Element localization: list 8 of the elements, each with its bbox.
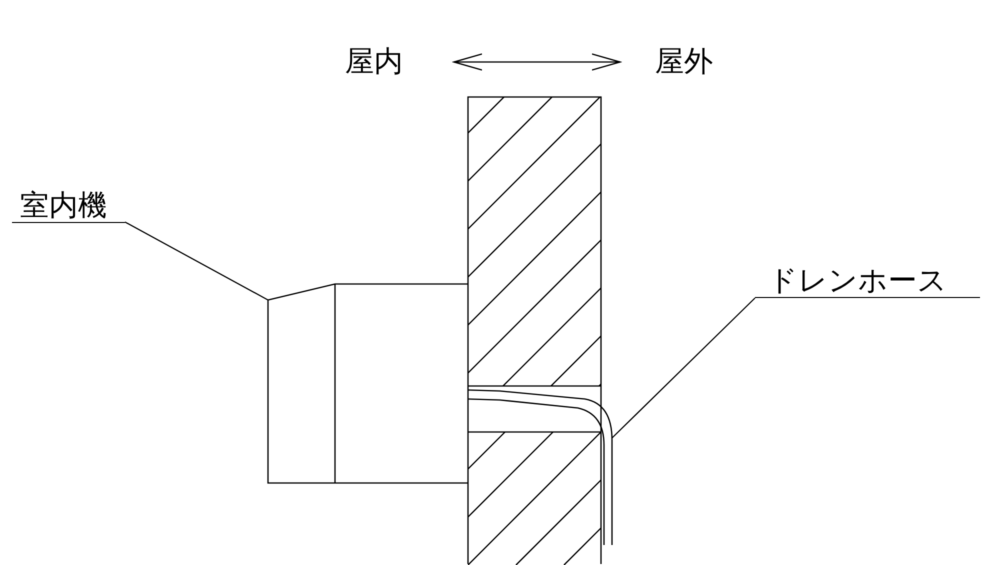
part-label: 室内機 <box>12 188 125 223</box>
drain-hose-drawing <box>467 389 613 546</box>
part-label: ドレンホース <box>755 263 980 298</box>
leader-line <box>124 221 268 301</box>
indoor-unit-drawing <box>267 283 469 484</box>
side-label: 屋外 <box>655 44 713 78</box>
side-label: 屋内 <box>345 44 403 78</box>
leader-line <box>612 298 756 438</box>
